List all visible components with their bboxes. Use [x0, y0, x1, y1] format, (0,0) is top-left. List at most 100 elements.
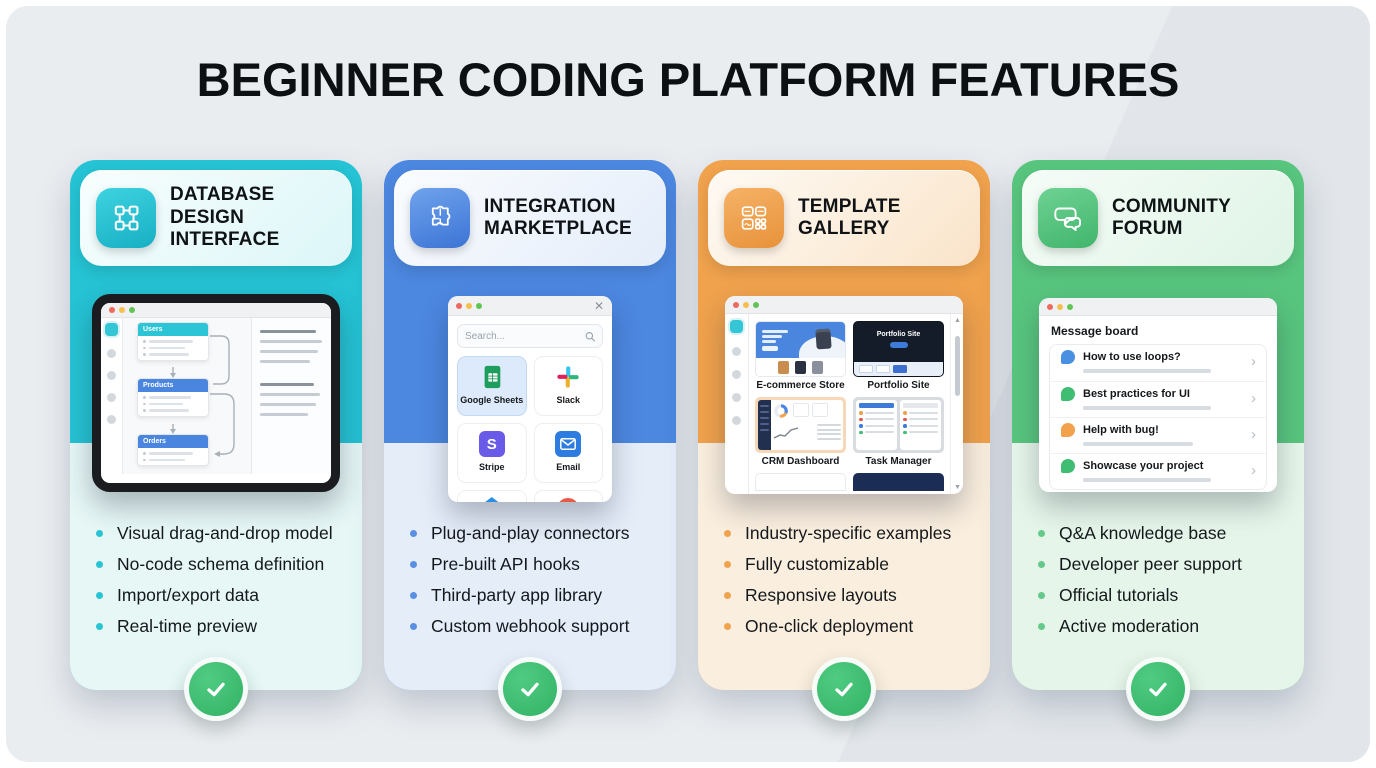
- active-category-icon[interactable]: [730, 320, 743, 333]
- zoom-traffic-light[interactable]: [1067, 303, 1073, 310]
- list-item: Q&A knowledge base: [1038, 518, 1288, 549]
- bullet-dot: [410, 623, 417, 630]
- active-tool-icon[interactable]: [105, 323, 118, 336]
- card-title: INTEGRATION MARKETPLACE: [484, 195, 632, 239]
- card-community-forum: COMMUNITY FORUM Message board How to use…: [1012, 160, 1304, 721]
- zoom-traffic-light[interactable]: [753, 301, 759, 308]
- app-tile-email[interactable]: Email: [533, 423, 603, 483]
- search-field[interactable]: [457, 324, 603, 348]
- app-label: Stripe: [478, 462, 505, 472]
- close-icon[interactable]: ✕: [593, 298, 604, 313]
- thread-row[interactable]: Showcase your project ›: [1050, 453, 1266, 489]
- app-tile-google-sheets[interactable]: Google Sheets: [457, 356, 527, 416]
- bullet-dot: [1038, 561, 1045, 568]
- search-input[interactable]: [465, 330, 585, 342]
- check-badge: [1126, 657, 1190, 721]
- category-icon[interactable]: [732, 347, 741, 356]
- hero-button: [889, 342, 908, 348]
- table-card-orders[interactable]: Orders: [137, 434, 209, 466]
- tool-icon[interactable]: [107, 415, 116, 424]
- table-card-users[interactable]: Users: [137, 322, 209, 361]
- close-traffic-light[interactable]: [733, 301, 739, 308]
- bullet-dot: [96, 623, 103, 630]
- zoom-traffic-light[interactable]: [129, 307, 135, 313]
- check-badge: [812, 657, 876, 721]
- properties-panel: [251, 318, 331, 474]
- chevron-right-icon[interactable]: ›: [1251, 390, 1256, 407]
- card-header-pill: TEMPLATE GALLERY: [708, 170, 980, 266]
- category-icon[interactable]: [732, 370, 741, 379]
- scroll-down-icon[interactable]: ▼: [954, 484, 961, 491]
- scrollbar-thumb[interactable]: [954, 336, 960, 396]
- close-traffic-light[interactable]: [1047, 303, 1053, 310]
- template-crm[interactable]: CRM Dashboard: [755, 397, 846, 467]
- relation-connectors: [170, 335, 235, 457]
- slack-icon: [555, 364, 581, 390]
- template-task-manager[interactable]: Task Manager: [853, 397, 944, 467]
- thread-row[interactable]: Best practices for UI ›: [1050, 381, 1266, 417]
- tool-icon[interactable]: [107, 393, 116, 402]
- card-title: TEMPLATE GALLERY: [798, 195, 901, 239]
- bullet-dot: [410, 561, 417, 568]
- chat-bubble-icon: [1061, 423, 1075, 437]
- list-item: Official tutorials: [1038, 580, 1288, 611]
- checkmark-icon: [1131, 662, 1185, 716]
- database-schema-icon: [96, 188, 156, 248]
- bullet-dot: [1038, 623, 1045, 630]
- app-label: Email: [556, 462, 581, 472]
- tool-icon[interactable]: [107, 371, 116, 380]
- minimize-traffic-light[interactable]: [743, 301, 749, 308]
- minimize-traffic-light[interactable]: [119, 307, 125, 313]
- category-icon[interactable]: [732, 416, 741, 425]
- stripe-icon: S: [478, 431, 505, 457]
- chat-bubbles-icon: [1038, 188, 1098, 248]
- feature-list: Q&A knowledge base Developer peer suppor…: [1038, 518, 1288, 642]
- table-card-products[interactable]: Products: [137, 378, 209, 417]
- bullet-dot: [410, 592, 417, 599]
- ecommerce-thumbnail: [755, 321, 846, 377]
- template-partial[interactable]: [853, 473, 944, 491]
- bullet-dot: [724, 530, 731, 537]
- search-icon: [585, 331, 595, 341]
- close-traffic-light[interactable]: [109, 307, 115, 313]
- tool-icon[interactable]: [107, 349, 116, 358]
- thread-row[interactable]: How to use loops? ›: [1050, 345, 1266, 381]
- table-header: Orders: [138, 435, 208, 448]
- thread-preview-bar: [1083, 442, 1193, 446]
- list-item: One-click deployment: [724, 611, 974, 642]
- thread-title: How to use loops?: [1083, 351, 1181, 363]
- close-traffic-light[interactable]: [456, 302, 462, 309]
- integrations-window: ✕ Google Sheets: [448, 296, 612, 502]
- app-tile-stripe[interactable]: S Stripe: [457, 423, 527, 483]
- template-label: Task Manager: [865, 456, 932, 467]
- template-partial[interactable]: [755, 473, 846, 491]
- scrollbar[interactable]: ▲ ▼: [950, 314, 963, 494]
- schema-canvas[interactable]: Users Products Orders: [123, 318, 251, 474]
- minimize-traffic-light[interactable]: [1057, 303, 1063, 310]
- scroll-up-icon[interactable]: ▲: [954, 317, 961, 324]
- checkmark-icon: [817, 662, 871, 716]
- list-item: Import/export data: [96, 580, 346, 611]
- zoom-traffic-light[interactable]: [476, 302, 482, 309]
- minimize-traffic-light[interactable]: [466, 302, 472, 309]
- window-titlebar: [725, 296, 963, 314]
- template-ecommerce[interactable]: E-commerce Store: [755, 321, 846, 391]
- category-icon[interactable]: [732, 393, 741, 402]
- feature-list: Plug-and-play connectors Pre-built API h…: [410, 518, 660, 642]
- chevron-right-icon[interactable]: ›: [1251, 462, 1256, 479]
- app-tile-partial[interactable]: [457, 490, 527, 502]
- list-item: Active moderation: [1038, 611, 1288, 642]
- bullet-dot: [96, 561, 103, 568]
- card-header-pill: COMMUNITY FORUM: [1022, 170, 1294, 266]
- bullet-dot: [1038, 592, 1045, 599]
- puzzle-icon: [410, 188, 470, 248]
- app-tile-partial[interactable]: [533, 490, 603, 502]
- card-title: DATABASE DESIGN INTERFACE: [170, 184, 280, 251]
- thread-row[interactable]: Help with bug! ›: [1050, 417, 1266, 453]
- card-template-gallery: TEMPLATE GALLERY: [698, 160, 990, 721]
- chevron-right-icon[interactable]: ›: [1251, 353, 1256, 370]
- list-item: Plug-and-play connectors: [410, 518, 660, 549]
- template-portfolio[interactable]: Portfolio Site Portfolio Site: [853, 321, 944, 391]
- chevron-right-icon[interactable]: ›: [1251, 426, 1256, 443]
- app-tile-slack[interactable]: Slack: [533, 356, 603, 416]
